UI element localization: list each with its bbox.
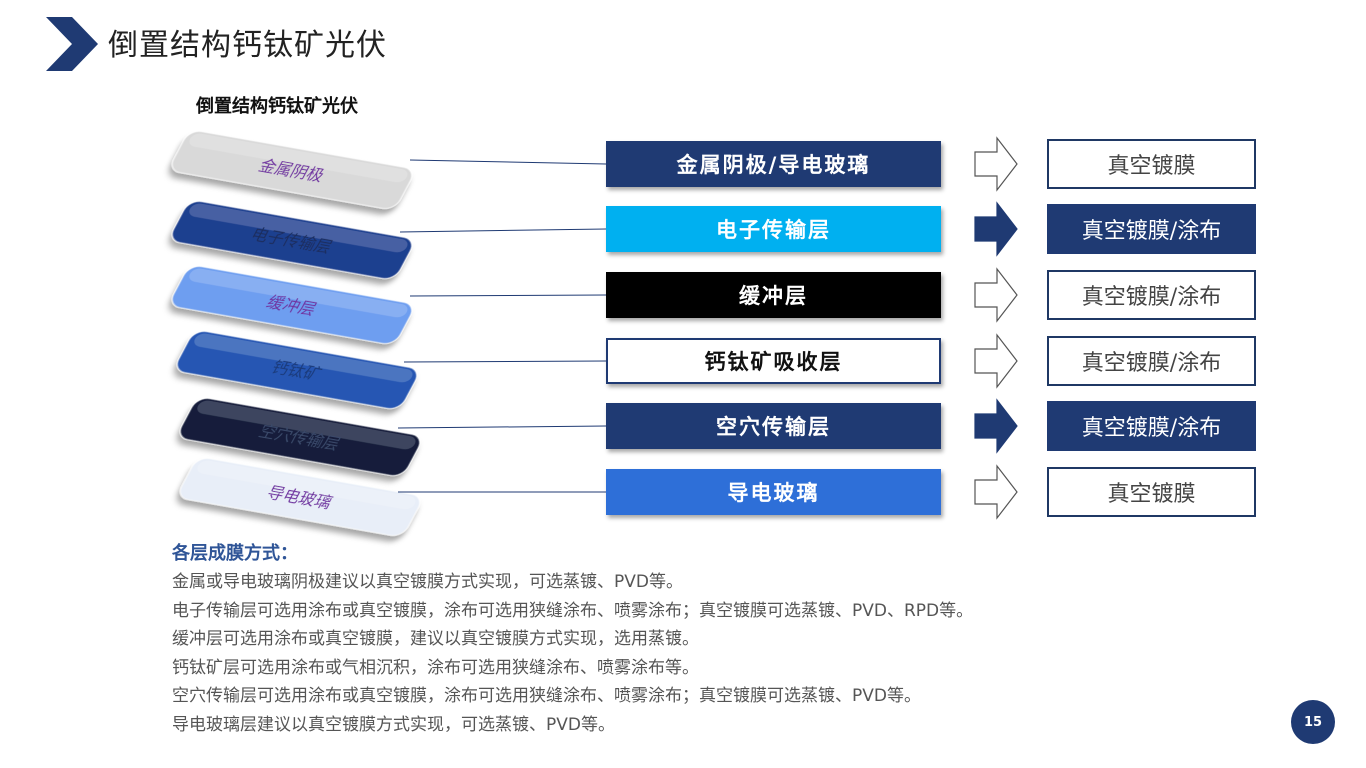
layer-name-box: 缓冲层 [606,272,941,318]
connector-line [399,228,607,233]
page-title: 倒置结构钙钛矿光伏 [108,28,387,63]
method-box: 真空镀膜 [1047,139,1256,189]
layer-tile: 缓冲层 [171,265,413,345]
page-number-badge: 15 [1291,700,1335,744]
method-box: 真空镀膜/涂布 [1047,204,1256,254]
notes-section: 各层成膜方式： 金属或导电玻璃阴极建议以真空镀膜方式实现，可选蒸镀、PVD等。 … [172,540,973,739]
method-box: 真空镀膜/涂布 [1047,270,1256,320]
notes-line: 缓冲层可选用涂布或真空镀膜，建议以真空镀膜方式实现，选用蒸镀。 [172,629,699,649]
notes-line: 空穴传输层可选用涂布或真空镀膜，涂布可选用狭缝涂布、喷雾涂布；真空镀膜可选蒸镀、… [172,686,921,706]
layer-tile: 金属阴极 [171,130,413,210]
layer-name-box: 电子传输层 [606,206,941,252]
notes-title: 各层成膜方式： [172,543,298,564]
method-box: 真空镀膜/涂布 [1047,336,1256,386]
layer-name-box: 导电玻璃 [606,469,941,515]
layer-tile: 钙钛矿 [176,330,418,410]
notes-line: 电子传输层可选用涂布或真空镀膜，涂布可选用狭缝涂布、喷雾涂布；真空镀膜可选蒸镀、… [172,600,974,621]
outline-arrow-icon [974,267,1018,323]
filled-arrow-icon [974,398,1018,454]
outline-arrow-icon [974,136,1018,192]
connector-line [403,360,607,363]
layer-tile: 电子传输层 [171,200,413,280]
connector-line [409,294,607,297]
filled-arrow-icon [974,201,1018,257]
layer-name-box: 空穴传输层 [606,403,941,449]
notes-line: 导电玻璃层建议以真空镀膜方式实现，可选蒸镀、PVD等。 [172,714,615,735]
method-box: 真空镀膜/涂布 [1047,401,1256,451]
diagram-caption: 倒置结构钙钛矿光伏 [196,96,358,117]
layer-name-box: 钙钛矿吸收层 [606,338,941,384]
notes-line: 钙钛矿层可选用涂布或气相沉积，涂布可选用狭缝涂布、喷雾涂布等。 [172,657,699,678]
notes-line: 金属或导电玻璃阴极建议以真空镀膜方式实现，可选蒸镀、PVD等。 [172,572,683,592]
layer-tile: 空穴传输层 [179,397,421,477]
method-box: 真空镀膜 [1047,467,1256,517]
connector-line [397,425,607,429]
layer-name-box: 金属阴极/导电玻璃 [606,141,941,187]
layer-tile: 导电玻璃 [179,457,421,537]
outline-arrow-icon [974,333,1018,389]
chevron-logo-icon [46,17,98,71]
outline-arrow-icon [974,464,1018,520]
connector-line [409,159,607,165]
